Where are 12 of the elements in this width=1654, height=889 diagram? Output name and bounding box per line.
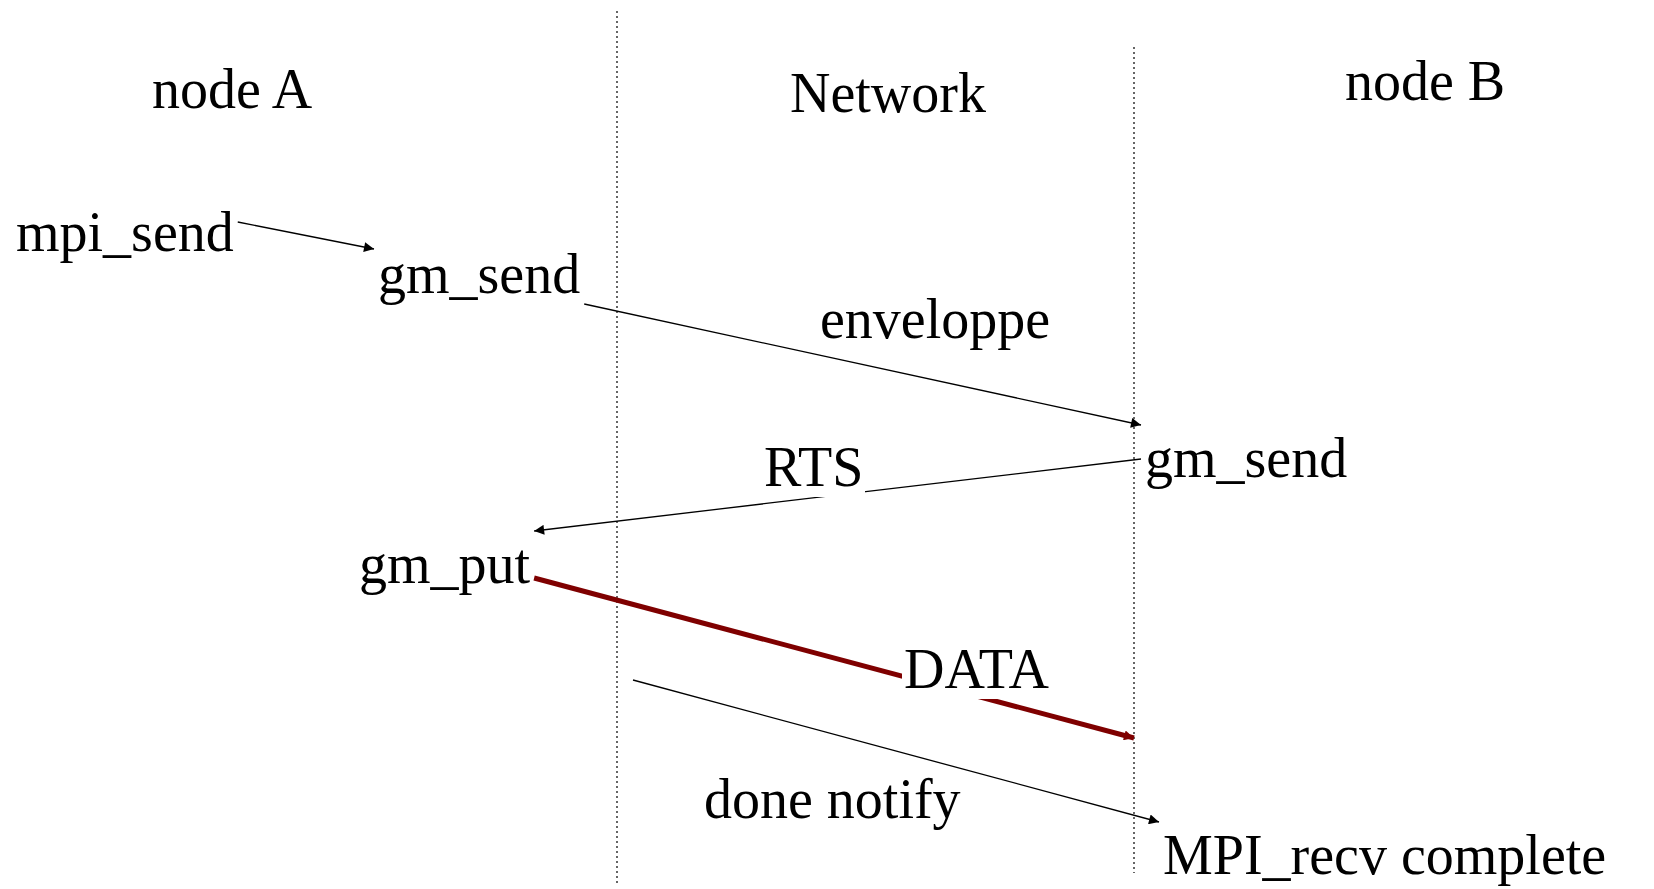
call-label: mpi_send xyxy=(16,203,234,262)
message-arrow xyxy=(583,303,1142,428)
call-label: gm_send xyxy=(1145,429,1348,488)
lane-heading: node B xyxy=(1345,52,1506,111)
call-label: gm_send xyxy=(378,245,581,304)
message-arrow xyxy=(632,679,1160,825)
message-arrow xyxy=(533,458,1142,535)
lane-heading: Network xyxy=(790,64,986,123)
call-label: gm_put xyxy=(359,535,531,594)
call-label: MPI_recv complete xyxy=(1163,826,1607,885)
message-arrow xyxy=(237,221,375,252)
lane-heading: node A xyxy=(152,60,313,119)
